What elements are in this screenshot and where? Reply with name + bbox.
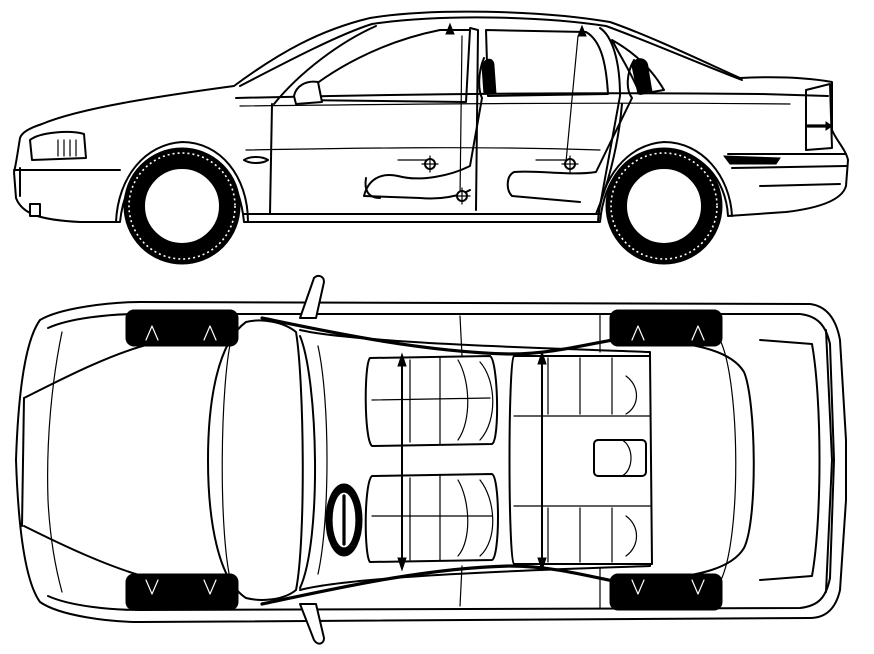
side-rear-headrest (631, 58, 653, 95)
side-front-headrest (481, 58, 497, 95)
top-measure-front (397, 352, 407, 572)
side-taillight (805, 83, 833, 151)
side-rear-arch (597, 141, 733, 223)
side-beltline-lower (239, 102, 791, 107)
top-rear-edge (825, 329, 833, 593)
top-rear-window-inner (719, 339, 737, 583)
top-dash-inner (317, 345, 328, 575)
side-side-marker (243, 156, 269, 164)
top-view (15, 274, 847, 645)
top-rear-window (651, 339, 755, 581)
side-b-pillar (469, 27, 479, 211)
top-mirror-right (299, 603, 325, 645)
top-inner-outline (47, 313, 835, 611)
top-measure-rear (537, 350, 547, 572)
side-rear-reflector (722, 155, 781, 165)
side-front-seat-cushion (364, 177, 381, 199)
top-steering-wheel (325, 483, 363, 557)
side-front-bumper (13, 167, 121, 197)
side-rear-bumper (727, 153, 847, 187)
top-wheel-rear-left (609, 309, 723, 347)
side-anchor-mid-cross (453, 187, 471, 205)
side-roof-arrow-front (445, 22, 455, 35)
top-wheel-front-left (125, 309, 239, 347)
side-anchor-rear-cross (561, 155, 579, 173)
side-c-pillar (599, 27, 621, 207)
side-front-arch (115, 141, 249, 223)
top-rear-bench (508, 355, 653, 565)
top-front-seat-right (364, 473, 499, 563)
top-front-edge (21, 397, 25, 527)
top-door-line-front (459, 315, 463, 607)
side-quarter-window (611, 39, 665, 95)
top-wheel-rear-right (609, 573, 723, 611)
side-front-wheel (123, 147, 241, 265)
top-wheel-markers (145, 325, 705, 595)
top-roof-rail-left (260, 316, 652, 356)
top-windshield (207, 319, 304, 601)
side-rear-wheel (605, 147, 723, 265)
side-mirror (293, 80, 323, 105)
side-headlight-detail (57, 139, 77, 157)
top-trunk-lines (759, 339, 821, 581)
top-front-seat-left (364, 355, 499, 447)
top-windshield-inner (221, 335, 233, 587)
top-mirror-left (299, 274, 325, 319)
side-seatbelt-line-rear (565, 35, 579, 163)
side-view (13, 10, 849, 265)
side-a-pillar (273, 25, 377, 105)
side-anchor-front-cross (421, 155, 439, 173)
side-rear-seat (506, 59, 635, 203)
side-headlight (29, 131, 87, 161)
top-dashboard (299, 335, 317, 589)
side-body-crease (245, 147, 601, 151)
side-roof-arrow-rear (577, 24, 587, 37)
side-seatbelt-line-front (459, 35, 463, 199)
side-fog-light (29, 203, 41, 217)
side-front-seat (363, 57, 485, 200)
side-greenhouse (239, 16, 743, 87)
top-hood-crease (47, 331, 63, 593)
top-wheel-front-right (125, 573, 239, 611)
top-roof-rail-right (260, 564, 652, 606)
side-trunk-arrowhead (825, 121, 833, 131)
